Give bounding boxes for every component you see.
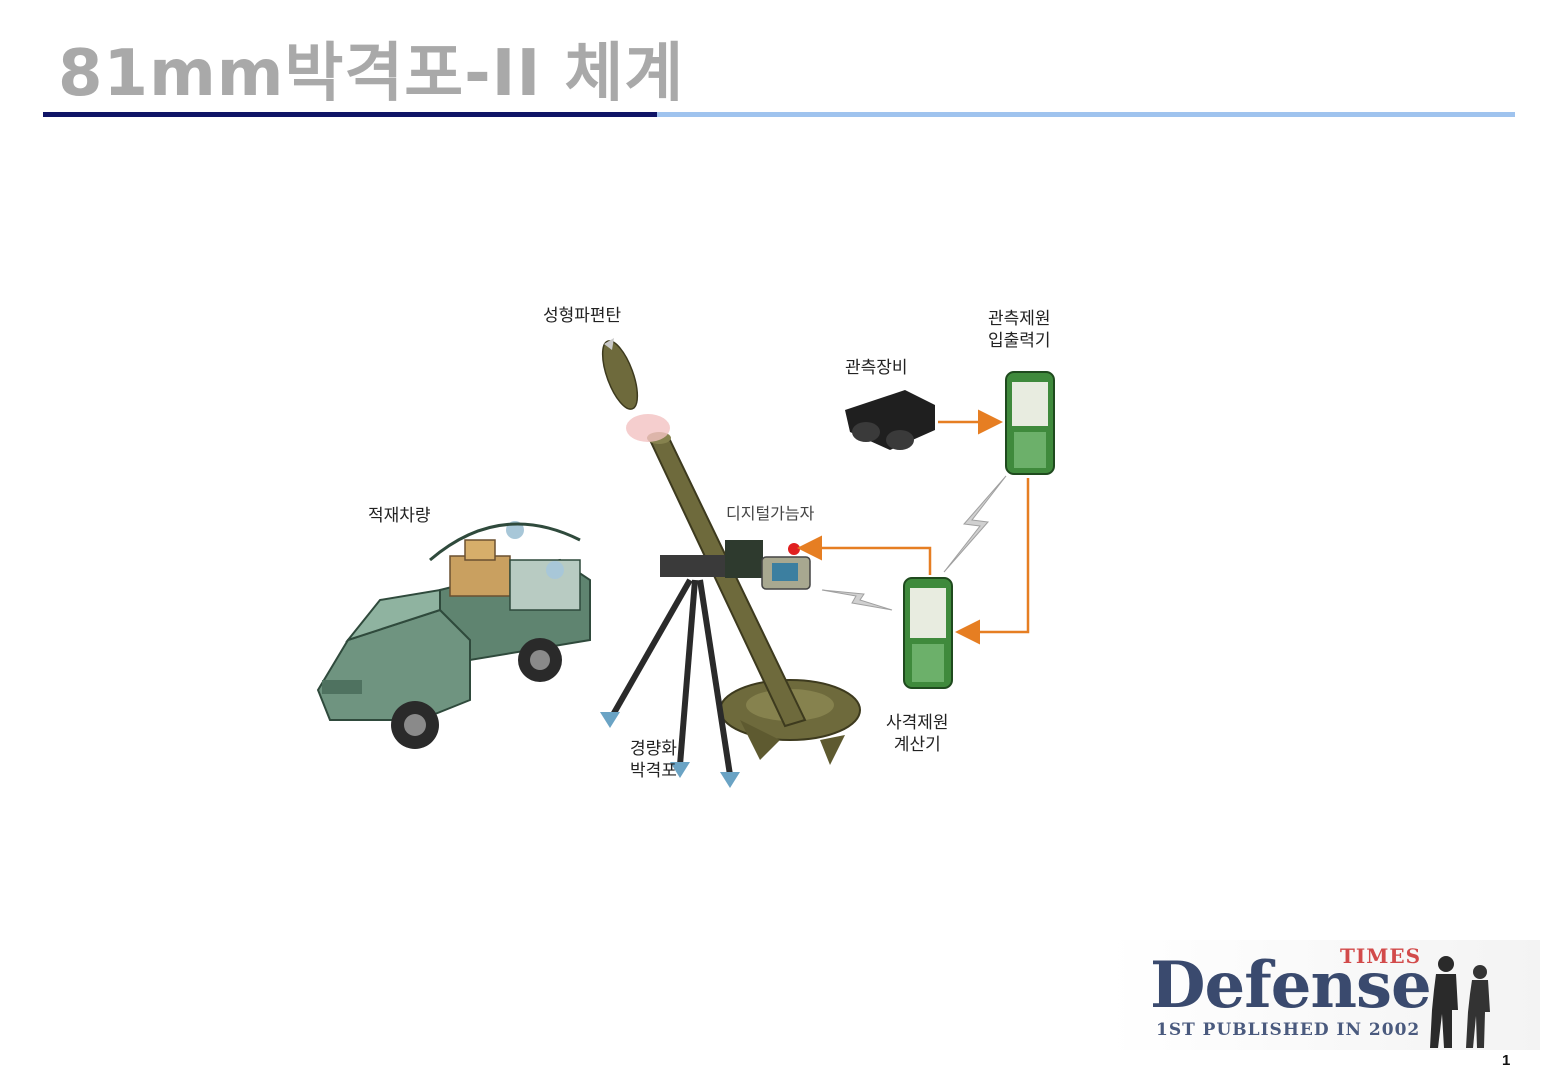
lightweight-mortar-illustration	[600, 414, 861, 788]
label-transport-vehicle: 적재차량	[368, 506, 431, 526]
soldiers-silhouette-icon	[1430, 956, 1490, 1048]
label-lightweight-mortar-line2: 박격포	[630, 761, 677, 781]
label-fire-data-computer-line1: 사격제원	[886, 713, 949, 733]
logo-tagline: 1ST PUBLISHED IN 2002	[1156, 1020, 1421, 1040]
shaped-fragmentation-round-illustration	[601, 338, 639, 410]
page-title: 81mm박격포-II 체계	[58, 37, 685, 111]
defense-times-logo	[1108, 940, 1540, 1050]
logo-defense-text: Defense	[1150, 948, 1432, 1023]
fire-data-computer-device	[903, 577, 953, 689]
observation-equipment-binoculars	[845, 390, 935, 450]
observation-data-io-device	[1005, 371, 1055, 475]
label-lightweight-mortar-line1: 경량화	[630, 739, 677, 759]
label-shaped-fragmentation-round: 성형파편탄	[543, 306, 622, 326]
data-flow-arrows	[797, 409, 1030, 645]
title-rule-light	[657, 112, 1515, 117]
label-digital-sight: 디지털가늠자	[726, 504, 815, 523]
label-observation-equipment: 관측장비	[845, 358, 908, 378]
label-fire-data-computer: 사격제원 계산기	[886, 712, 949, 756]
title-rule-dark	[43, 112, 657, 117]
wireless-link-symbols	[821, 475, 1007, 611]
digital-sight-device	[761, 543, 811, 590]
label-observation-data-io-line2: 입출력기	[988, 331, 1051, 351]
label-fire-data-computer-line2: 계산기	[893, 735, 941, 755]
label-observation-data-io: 관측제원 입출력기	[988, 308, 1051, 352]
transport-vehicle-illustration	[316, 521, 591, 749]
page-number: 1	[1502, 1052, 1511, 1069]
label-observation-data-io-line1: 관측제원	[988, 309, 1051, 329]
logo-times-text: TIMES	[1340, 944, 1422, 968]
label-lightweight-mortar: 경량화 박격포	[630, 738, 677, 782]
